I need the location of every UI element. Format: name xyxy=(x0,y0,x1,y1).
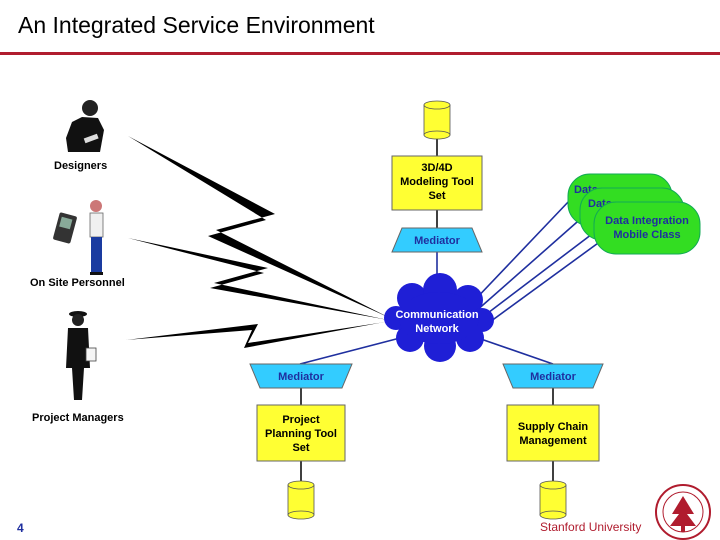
project-planning-line-3: Set xyxy=(292,442,309,454)
data-integration-mobile-class: Data Integration Mobile Class xyxy=(593,201,701,255)
modeling-tool-set-line-1: 3D/4D xyxy=(421,162,452,174)
page-number: 4 xyxy=(17,521,24,535)
project-planning-line-1: Project xyxy=(282,414,320,426)
footer-organization: Stanford University xyxy=(540,520,642,534)
lightning-bolt-onsite-icon xyxy=(128,238,388,320)
modeling-tool-set-box: 3D/4D Modeling Tool Set xyxy=(391,155,483,211)
connector-network-to-mobile-2 xyxy=(474,214,586,313)
right-mediator-label: Mediator xyxy=(530,371,577,383)
university-seal-icon xyxy=(655,484,711,540)
modeling-database-icon xyxy=(423,100,451,140)
designers-label: Designers xyxy=(54,160,107,172)
right-mediator-box: Mediator xyxy=(502,363,604,389)
slide-title: An Integrated Service Environment xyxy=(18,12,375,38)
on-site-personnel-figure-icon xyxy=(53,200,104,275)
communication-network-cloud-icon: Communication Network xyxy=(384,273,494,362)
on-site-personnel-label: On Site Personnel xyxy=(30,277,125,289)
connector-network-to-left-mediator xyxy=(299,337,401,365)
modeling-tool-set-line-2: Modeling Tool xyxy=(400,176,474,188)
lightning-bolt-designers-icon xyxy=(128,136,390,318)
project-manager-figure-icon xyxy=(66,311,97,400)
connector-network-to-right-mediator xyxy=(477,337,554,365)
left-mediator-box: Mediator xyxy=(249,363,353,389)
supply-chain-line-1: Supply Chain xyxy=(518,421,589,433)
project-planning-line-2: Planning Tool xyxy=(265,428,337,440)
supply-chain-database-icon xyxy=(539,480,567,520)
title-rule xyxy=(0,52,720,55)
data-integration-mobile-class-line-2: Mobile Class xyxy=(613,229,680,241)
supply-chain-management-box: Supply Chain Management xyxy=(506,404,600,462)
top-mediator-label: Mediator xyxy=(414,235,461,247)
top-mediator-box: Mediator xyxy=(391,227,483,253)
wireless-links xyxy=(126,136,390,348)
communication-network-line-1: Communication xyxy=(395,309,478,321)
connector-network-to-mobile-4 xyxy=(482,237,606,328)
supply-chain-line-2: Management xyxy=(519,435,587,447)
communication-network-line-2: Network xyxy=(415,323,459,335)
connector-network-to-mobile-1 xyxy=(469,199,571,306)
lightning-bolt-managers-icon xyxy=(126,322,385,348)
left-mediator-label: Mediator xyxy=(278,371,325,383)
project-planning-tool-set-box: Project Planning Tool Set xyxy=(256,404,346,462)
connector-network-to-mobile-3 xyxy=(479,227,601,320)
data-integration-mobile-class-line-1: Data Integration xyxy=(605,215,689,227)
connector-lines xyxy=(299,138,606,482)
modeling-tool-set-line-3: Set xyxy=(428,190,445,202)
project-managers-label: Project Managers xyxy=(32,412,124,424)
designer-figure-icon xyxy=(66,100,104,152)
planning-database-icon xyxy=(287,480,315,520)
